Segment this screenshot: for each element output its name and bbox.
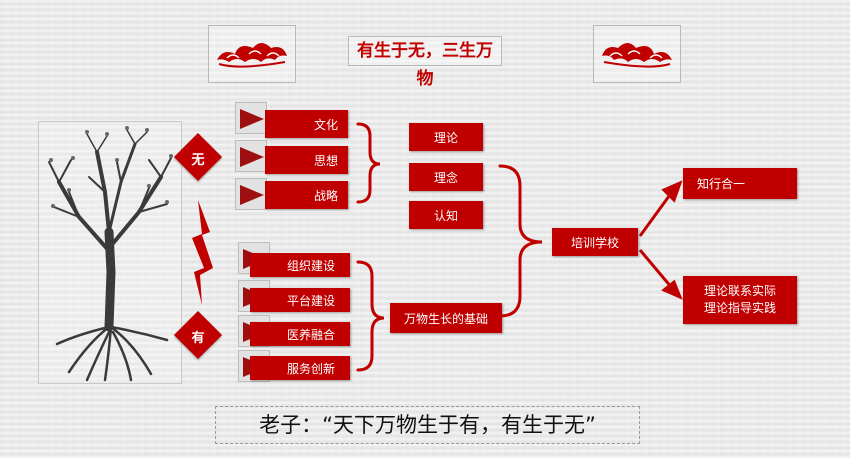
brace-school bbox=[498, 164, 543, 318]
arrow-to-unity bbox=[638, 191, 674, 237]
wu-item-strategy: 战略 bbox=[265, 181, 348, 209]
you-item-org: 组织建设 bbox=[250, 253, 350, 277]
tree-icon bbox=[48, 126, 173, 382]
triangle-pointer-icon bbox=[240, 147, 264, 167]
cloud-ornament-right bbox=[593, 25, 681, 83]
brace-wu bbox=[356, 122, 381, 204]
foundation-box: 万物生长的基础 bbox=[390, 303, 502, 333]
triangle-pointer-icon bbox=[240, 185, 264, 205]
you-label: 有 bbox=[191, 331, 205, 346]
you-item-service: 服务创新 bbox=[250, 356, 350, 380]
wu-item-culture: 文化 bbox=[265, 110, 348, 138]
concept-idea: 理念 bbox=[409, 163, 483, 191]
page-title: 有生于无，三生万物 bbox=[348, 36, 502, 89]
wu-item-thought: 思想 bbox=[265, 146, 348, 174]
outcome-line1: 理论联系实际 bbox=[703, 284, 776, 298]
concept-theory: 理论 bbox=[409, 123, 483, 151]
cloud-ornament-icon bbox=[602, 43, 672, 68]
outcome-unity-label: 知行合一 bbox=[697, 177, 746, 191]
concept-cognition: 认知 bbox=[409, 201, 483, 229]
you-item-platform: 平台建设 bbox=[250, 288, 350, 312]
triangle-pointer-3 bbox=[235, 178, 267, 210]
outcome-unity: 知行合一 bbox=[683, 168, 797, 199]
quote-text: 老子：“天下万物生于有，有生于无” bbox=[215, 406, 640, 444]
school-box: 培训学校 bbox=[552, 228, 638, 256]
tree-image bbox=[38, 121, 182, 384]
you-item-medical: 医养融合 bbox=[250, 322, 350, 346]
arrow-to-practice bbox=[638, 249, 674, 289]
brace-you bbox=[356, 260, 385, 372]
cloud-ornament-icon bbox=[217, 43, 287, 68]
cloud-ornament-left bbox=[208, 25, 296, 83]
triangle-pointer-icon bbox=[240, 109, 264, 129]
wu-label: 无 bbox=[191, 153, 205, 168]
outcome-line2: 理论指导实践 bbox=[703, 301, 776, 315]
outcome-theory-practice: 理论联系实际 理论指导实践 bbox=[683, 276, 797, 324]
